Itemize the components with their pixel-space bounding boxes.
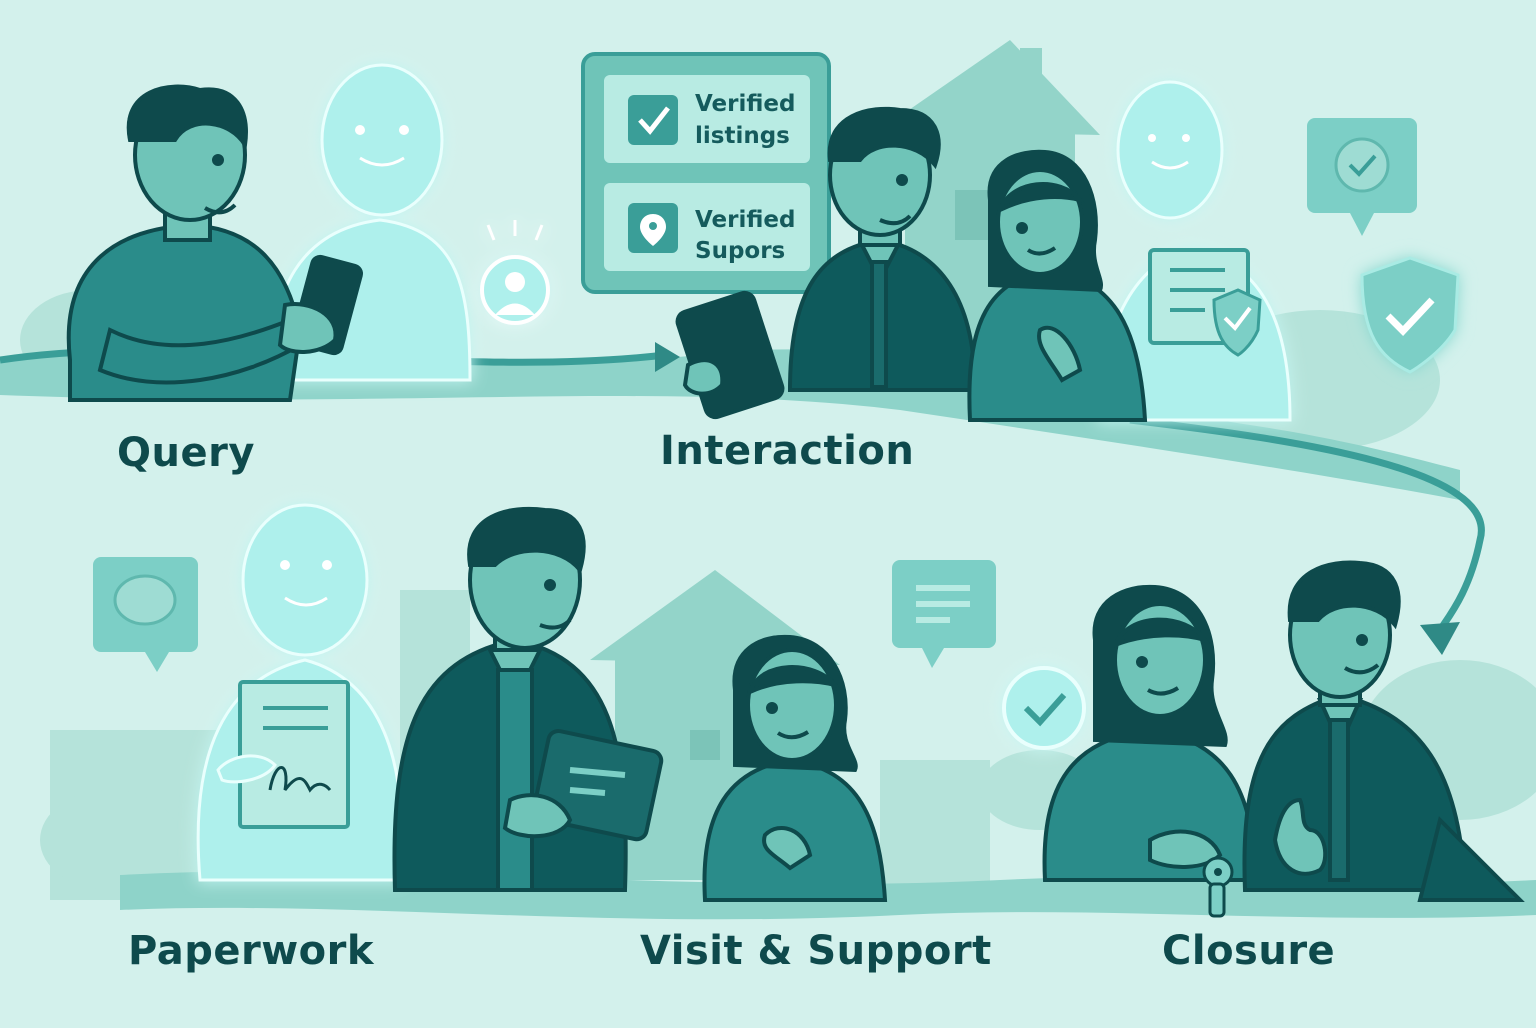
person-client-interaction [967, 149, 1148, 422]
person-client-visit [702, 634, 888, 902]
person-agent-closure [1242, 560, 1525, 902]
stage-label-closure: Closure [1162, 928, 1336, 974]
person-query [66, 84, 363, 402]
person-agent-interaction [675, 106, 978, 420]
checkbox-icon [628, 95, 678, 145]
stage-label-interaction: Interaction [660, 428, 915, 474]
verified-supors-item: Verified Supors [604, 183, 810, 271]
check-circle-icon [1002, 666, 1086, 750]
message-lines-icon [892, 560, 996, 668]
verified-listings-item: Verified listings [604, 75, 810, 163]
key-icon [1202, 856, 1234, 918]
shield-check-icon [1360, 256, 1460, 374]
verified-listings-line1: Verified [695, 91, 795, 117]
user-avatar-icon [480, 220, 550, 325]
stage-label-paperwork: Paperwork [128, 928, 374, 974]
check-bubble-icon [1307, 118, 1417, 236]
verification-card: Verified listings Verified Supors [581, 52, 831, 294]
location-pin-icon [628, 203, 678, 253]
stage-label-query: Query [117, 430, 255, 476]
arrowhead-right-icon [655, 342, 680, 372]
verified-supors-line2: Supors [695, 238, 785, 264]
path-arrow-curve [1129, 416, 1485, 632]
document-signature-icon [216, 680, 350, 829]
stage-label-visit-support: Visit & Support [640, 928, 992, 974]
chat-bubble-icon [93, 557, 198, 672]
path-ribbon-top [0, 349, 1460, 500]
person-agent-visit [392, 506, 664, 892]
verified-listings-line2: listings [695, 123, 790, 149]
tablet-icon [675, 290, 785, 420]
document-badge-icon [1148, 248, 1262, 357]
arrowhead-down-icon [1420, 622, 1460, 655]
verified-supors-line1: Verified [695, 207, 795, 233]
